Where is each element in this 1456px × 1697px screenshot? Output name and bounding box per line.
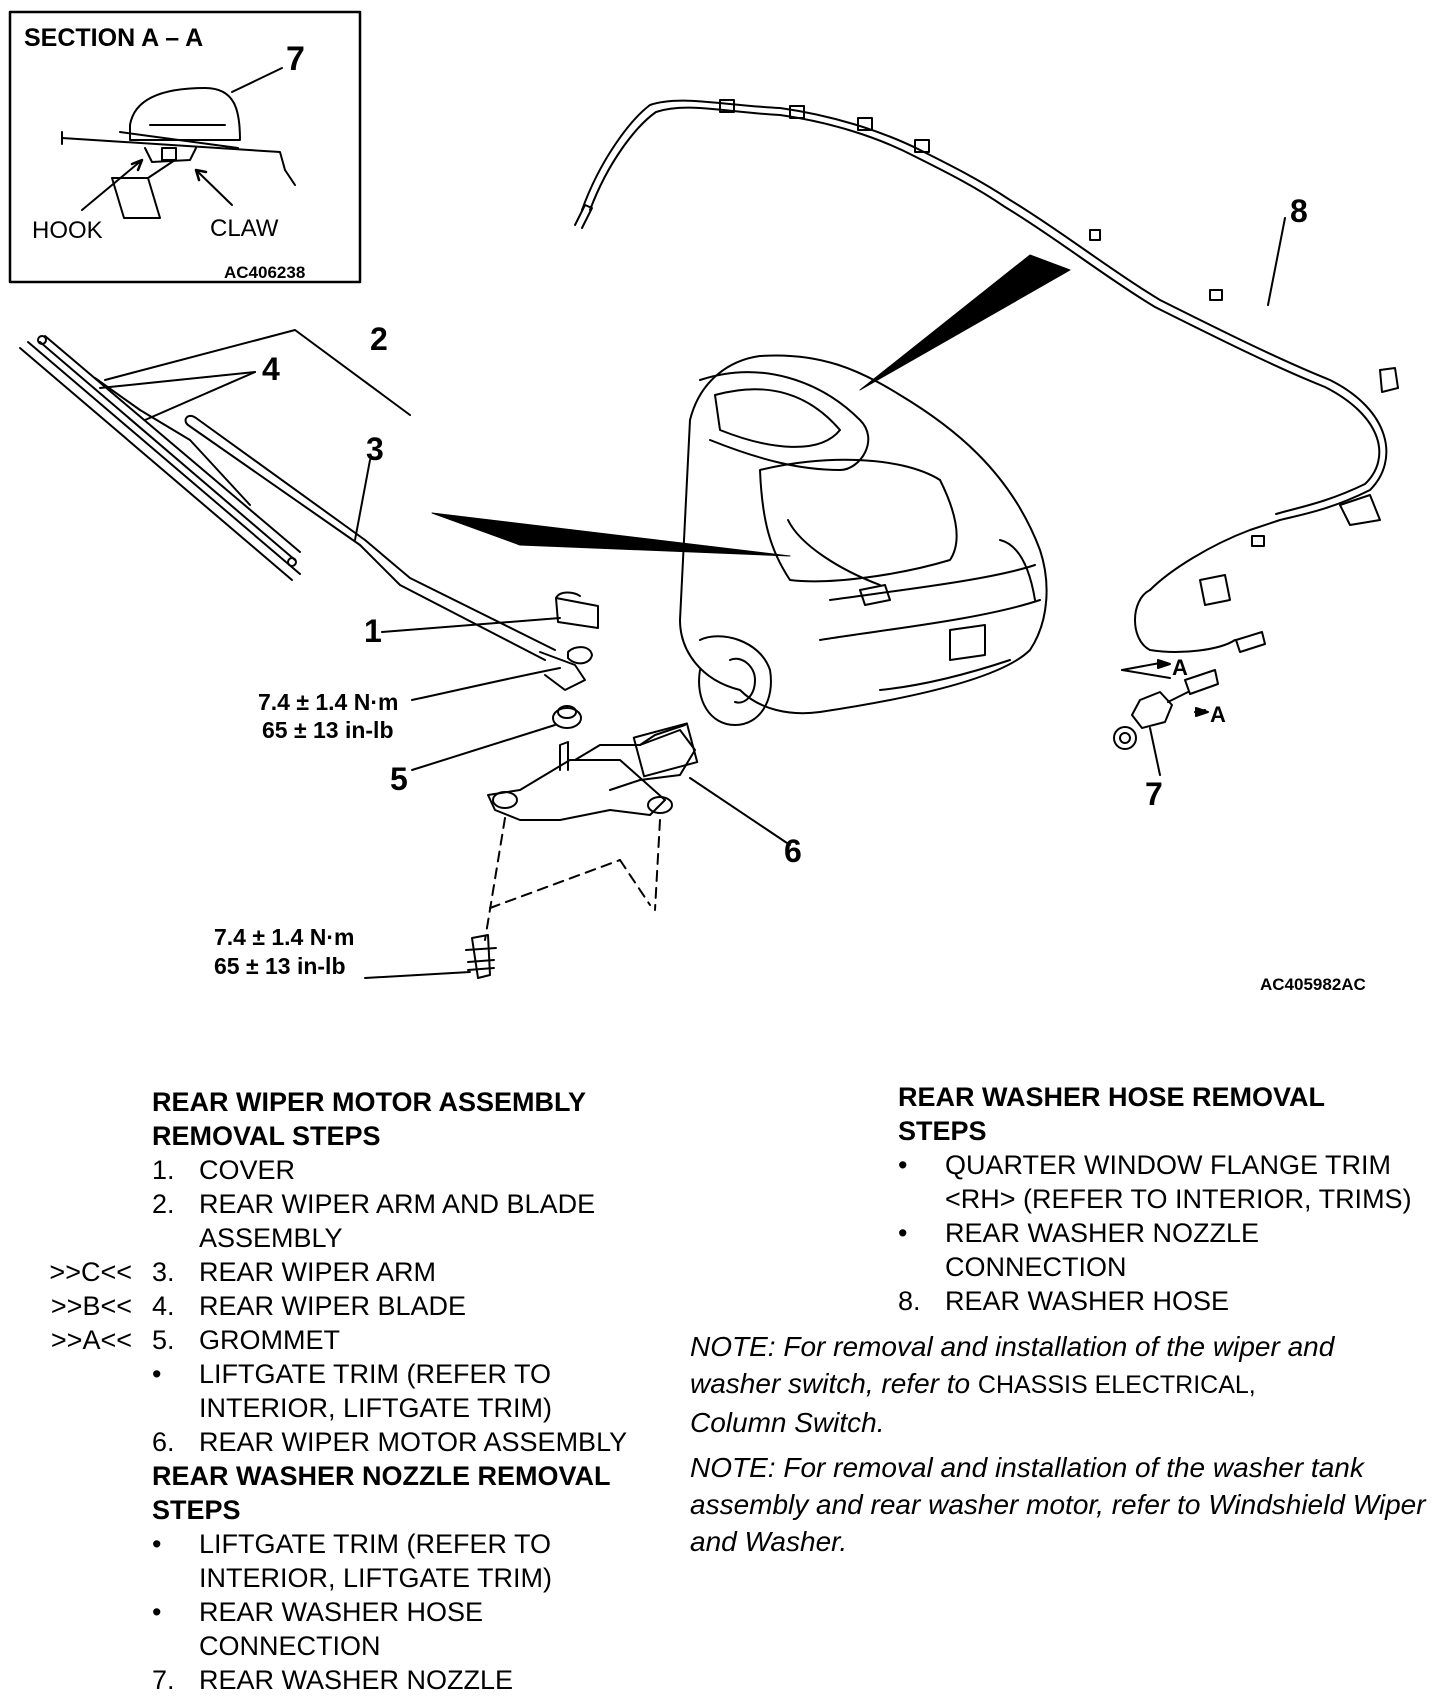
hose-clips [719, 99, 1265, 547]
step-text: REAR WASHER NOZZLE [199, 1665, 514, 1695]
section-aa-inset [8, 10, 362, 284]
note-switch: NOTE: For removal and installation of th… [690, 1328, 1430, 1441]
step-text: COVER [199, 1155, 296, 1185]
step-number: 5. [152, 1325, 175, 1355]
step-row: • REAR WASHER HOSE CONNECTION [152, 1595, 672, 1663]
inset-hook-label: HOOK [32, 217, 103, 244]
step-text: REAR WIPER ARM [199, 1257, 437, 1287]
wiper-motor-assembly [487, 722, 791, 846]
bolt-part [364, 934, 497, 979]
torque-lower-inlb: 65 ± 13 in-lb [214, 953, 346, 979]
step-text: LIFTGATE TRIM (REFER TO INTERIOR, LIFTGA… [199, 1359, 553, 1423]
rear-washer-nozzle [1113, 662, 1206, 776]
rear-washer-hose [574, 99, 1399, 695]
torque-lower-nm: 7.4 ± 1.4 N·m [214, 924, 354, 950]
note-switch-text: NOTE: For removal and installation of th… [690, 1331, 1335, 1399]
note-washer-tank: NOTE: For removal and installation of th… [690, 1452, 1426, 1557]
section-arrow-a-lower: A [1210, 702, 1226, 727]
step-row: 8. REAR WASHER HOSE [898, 1284, 1430, 1318]
callout-7: 7 [1145, 776, 1163, 812]
removal-steps-right-column: REAR WASHER HOSE REMOVAL STEPS • QUARTER … [690, 1080, 1430, 1568]
step-number: 3. [152, 1257, 175, 1287]
step-text: LIFTGATE TRIM (REFER TO INTERIOR, LIFTGA… [199, 1529, 553, 1593]
step-row: • REAR WASHER NOZZLE CONNECTION [898, 1216, 1430, 1284]
nozzle-removal-heading-line2: STEPS [152, 1495, 241, 1525]
step-text: REAR WASHER HOSE [945, 1286, 1230, 1316]
step-row: • LIFTGATE TRIM (REFER TO INTERIOR, LIFTG… [152, 1357, 672, 1425]
inset-callout-7: 7 [286, 40, 305, 78]
step-number: 2. [152, 1189, 175, 1219]
pointer-wedge-left [431, 512, 791, 557]
step-text: REAR WIPER BLADE [199, 1291, 467, 1321]
callout-3: 3 [366, 431, 384, 467]
step-row: • QUARTER WINDOW FLANGE TRIM <RH> (REFER … [898, 1148, 1430, 1216]
hose-removal-heading-line1: REAR WASHER HOSE REMOVAL [898, 1082, 1326, 1112]
pointer-wedge-right [859, 254, 1071, 391]
removal-steps-left-column: REAR WIPER MOTOR ASSEMBLY REMOVAL STEPS … [49, 1085, 672, 1697]
step-text: REAR WIPER ARM AND BLADE ASSEMBLY [199, 1189, 596, 1253]
step-number: 1. [152, 1155, 175, 1185]
inset-title: SECTION A – A [24, 24, 203, 52]
step-number: 8. [898, 1286, 921, 1316]
step-text: REAR WIPER MOTOR ASSEMBLY [199, 1427, 628, 1457]
callout-4: 4 [262, 351, 280, 387]
note-switch-topic: Column Switch. [690, 1407, 885, 1438]
step-mark: >>B<< [50, 1291, 132, 1321]
step-mark: >>A<< [50, 1325, 132, 1355]
cover-part [381, 591, 599, 633]
step-number: 7. [152, 1665, 175, 1695]
callout-5: 5 [390, 761, 408, 797]
step-bullet: • [898, 1218, 908, 1248]
vehicle-outline [679, 354, 1048, 726]
step-text: GROMMET [199, 1325, 340, 1355]
motor-removal-heading-line2: REMOVAL STEPS [152, 1121, 381, 1151]
step-number: 4. [152, 1291, 175, 1321]
note-switch-section: CHASSIS ELECTRICAL, [977, 1371, 1256, 1399]
bolt-guide-lines [484, 817, 661, 941]
wiper-exploded-diagram: SECTION A – A 7 HOOK CLAW AC406238 2 4 3… [8, 10, 1399, 994]
step-text: QUARTER WINDOW FLANGE TRIM <RH> (REFER T… [945, 1150, 1412, 1214]
rear-wiper-blade [19, 335, 301, 581]
step-row: >>C<< 3. REAR WIPER ARM [49, 1255, 672, 1289]
step-row: 1. COVER [152, 1153, 672, 1187]
grommet-part [411, 705, 582, 771]
step-number: 6. [152, 1427, 175, 1457]
step-bullet: • [152, 1529, 162, 1559]
callout-6: 6 [784, 833, 802, 869]
hose-removal-heading-line2: STEPS [898, 1116, 987, 1146]
callout-1: 1 [364, 613, 382, 649]
step-text: REAR WASHER NOZZLE CONNECTION [945, 1218, 1260, 1282]
torque-upper-nm: 7.4 ± 1.4 N·m [258, 689, 398, 715]
rear-wiper-arm [184, 414, 586, 691]
step-text: REAR WASHER HOSE CONNECTION [199, 1597, 484, 1661]
step-row: • LIFTGATE TRIM (REFER TO INTERIOR, LIFTG… [152, 1527, 672, 1595]
callout-2: 2 [370, 321, 388, 357]
step-row: >>B<< 4. REAR WIPER BLADE [51, 1289, 672, 1323]
torque-upper-inlb: 65 ± 13 in-lb [262, 717, 394, 743]
callout-8: 8 [1290, 193, 1308, 229]
step-mark: >>C<< [49, 1257, 132, 1287]
figure-id: AC405982AC [1260, 975, 1366, 994]
step-row: 2. REAR WIPER ARM AND BLADE ASSEMBLY [152, 1187, 672, 1255]
step-row: 6. REAR WIPER MOTOR ASSEMBLY [152, 1425, 672, 1459]
step-row: 7. REAR WASHER NOZZLE [152, 1663, 672, 1697]
motor-removal-heading-line1: REAR WIPER MOTOR ASSEMBLY [152, 1087, 587, 1117]
step-bullet: • [152, 1359, 162, 1389]
inset-figure-id: AC406238 [224, 263, 305, 282]
step-row: >>A<< 5. GROMMET [51, 1323, 672, 1357]
step-bullet: • [152, 1597, 162, 1627]
nozzle-removal-heading-line1: REAR WASHER NOZZLE REMOVAL [152, 1461, 611, 1491]
inset-claw-label: CLAW [210, 215, 279, 242]
step-bullet: • [898, 1150, 908, 1180]
section-arrow-a-upper: A [1172, 655, 1188, 680]
